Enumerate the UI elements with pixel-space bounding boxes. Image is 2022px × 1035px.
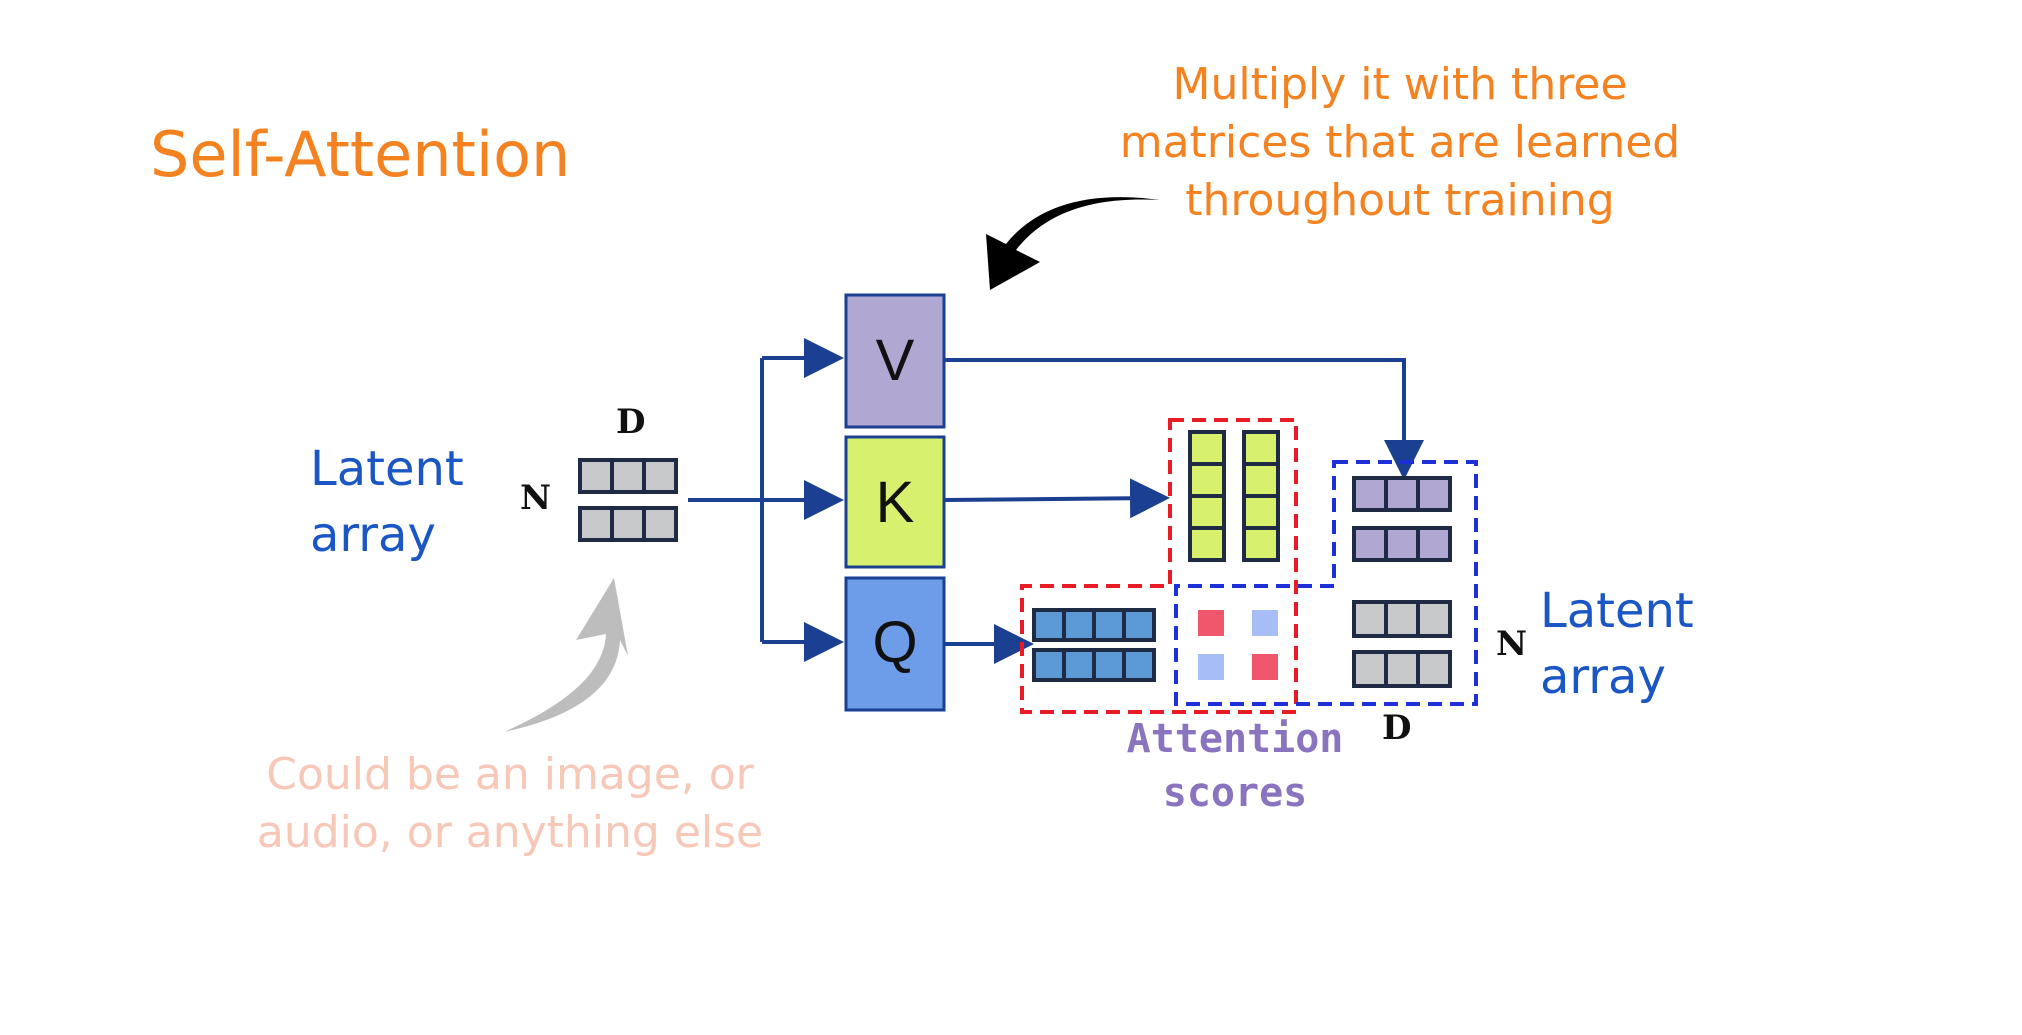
latent-array-output-label: Latent array: [1540, 578, 1694, 710]
curved-arrow-black-icon: [986, 197, 1160, 290]
dimension-d-input: D: [616, 402, 646, 442]
attention-score-grid: [1198, 610, 1278, 680]
latent-label-line: Latent: [310, 441, 464, 497]
query-matrix: [1032, 608, 1156, 682]
matrix-row: [578, 506, 678, 542]
page-title: Self-Attention: [150, 118, 571, 191]
score-cell: [1252, 610, 1278, 636]
score-cell: [1198, 610, 1224, 636]
attention-label-line: Attention: [1126, 716, 1344, 762]
annotation-learned-matrices: Multiply it with three matrices that are…: [1090, 56, 1710, 230]
k-label: K: [876, 470, 915, 535]
curved-arrow-gray-icon: [504, 578, 628, 732]
arrow-from-k: [943, 478, 1170, 519]
annotation-input-types: Could be an image, or audio, or anything…: [230, 746, 790, 862]
latent-label-line: Latent: [1540, 583, 1694, 639]
score-cell: [1198, 654, 1224, 680]
v-matrix: V: [844, 293, 946, 429]
matrix-row: [1352, 650, 1452, 688]
annotation-line: matrices that are learned: [1119, 117, 1681, 168]
matrix-row: [1032, 608, 1156, 642]
value-matrix: [1352, 476, 1452, 562]
attention-label-line: scores: [1162, 770, 1308, 816]
q-label: Q: [872, 610, 917, 675]
blue-dashed-group: [1174, 460, 1478, 706]
matrix-row: [1352, 476, 1452, 512]
q-matrix: Q: [844, 576, 946, 712]
latent-label-line: array: [1540, 649, 1666, 705]
latent-array-input-label: Latent array: [310, 436, 464, 568]
matrix-column: [1188, 430, 1226, 562]
input-latent-array: [578, 458, 678, 542]
score-cell: [1252, 654, 1278, 680]
matrix-row: [1032, 648, 1156, 682]
attention-scores-label: Attention scores: [1100, 712, 1370, 820]
dimension-n-input: N: [520, 478, 552, 518]
matrix-row: [578, 458, 678, 494]
matrix-column: [1242, 430, 1280, 562]
matrix-row: [1352, 600, 1452, 638]
input-branch-arrows: [688, 338, 844, 662]
dimension-n-output: N: [1496, 624, 1528, 664]
matrix-output-arrows: [943, 358, 1424, 664]
dimension-d-output: D: [1382, 708, 1412, 748]
annotation-line: Could be an image, or: [266, 749, 754, 800]
annotation-line: throughout training: [1185, 175, 1615, 226]
k-matrix: K: [844, 435, 946, 569]
red-dashed-group: [1020, 418, 1298, 714]
latent-label-line: array: [310, 507, 436, 563]
arrow-from-v: [944, 358, 1424, 480]
key-transposed-matrix: [1188, 430, 1280, 562]
v-label: V: [876, 328, 915, 393]
matrix-row: [1352, 526, 1452, 562]
annotation-line: audio, or anything else: [256, 807, 764, 858]
output-latent-array: [1352, 600, 1452, 688]
annotation-line: Multiply it with three: [1172, 59, 1628, 110]
